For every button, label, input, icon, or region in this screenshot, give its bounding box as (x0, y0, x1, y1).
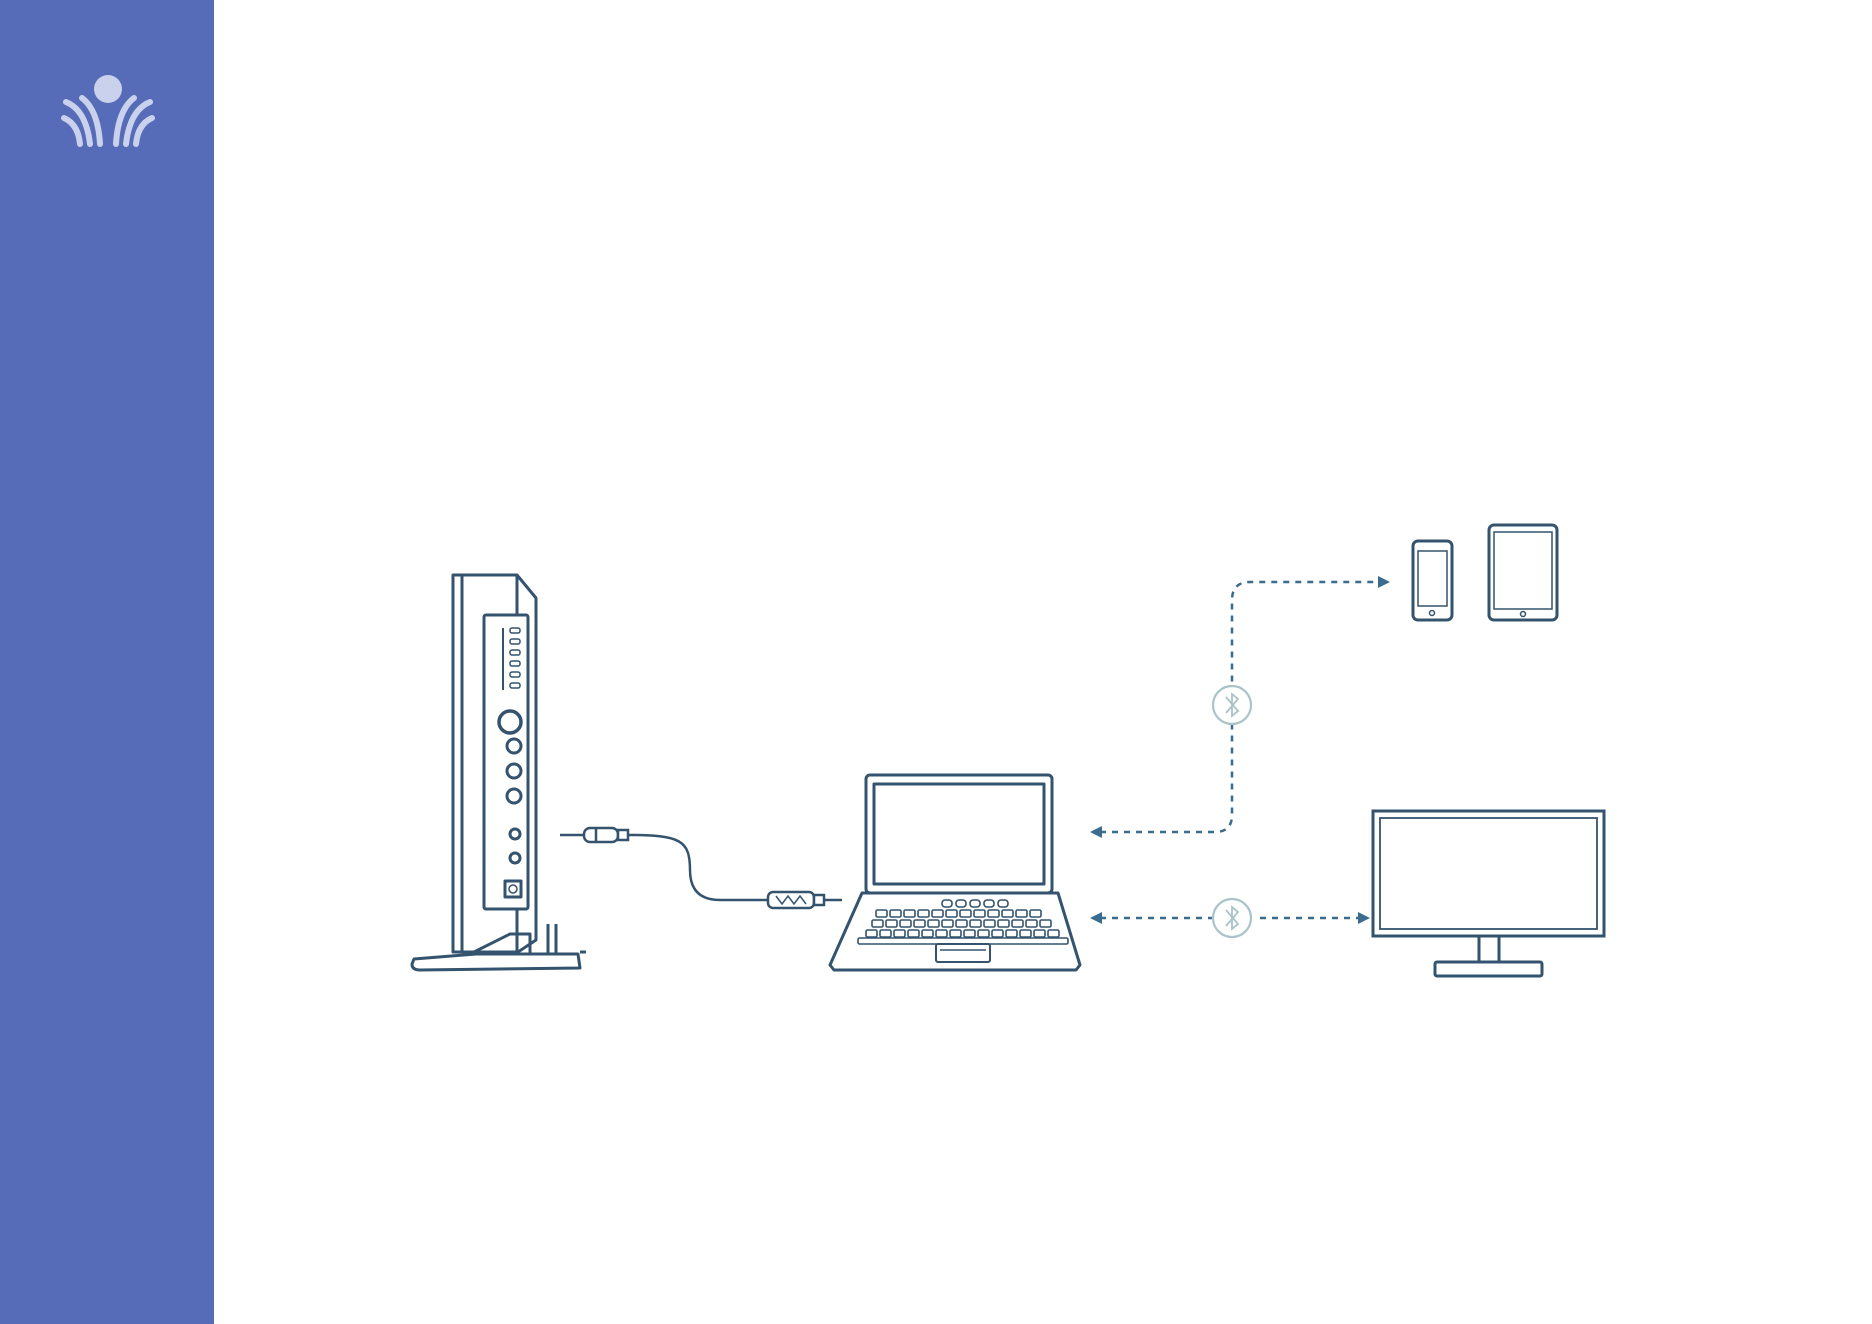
bluetooth-icon (1213, 899, 1251, 937)
monitor (1373, 811, 1604, 976)
keyboard-key (914, 920, 925, 927)
keyboard-key (876, 910, 887, 917)
keyboard-key (950, 930, 961, 937)
keyboard-key (946, 910, 957, 917)
arrow-heads (1090, 576, 1390, 924)
keyboard-key (992, 930, 1003, 937)
keyboard-key (932, 910, 943, 917)
keyboard-key (974, 910, 985, 917)
keyboard-key (890, 910, 901, 917)
keyboard-key (922, 930, 933, 937)
keyboard-key (988, 910, 999, 917)
keyboard-key (1002, 910, 1013, 917)
keyboard-key (918, 910, 929, 917)
keyboard-key (970, 900, 980, 907)
keyboard-key (1048, 930, 1059, 937)
keyboard-key (960, 910, 971, 917)
keyboard-key (880, 930, 891, 937)
keyboard-key (886, 920, 897, 927)
keyboard-key (964, 930, 975, 937)
keyboard-key (970, 920, 981, 927)
bluetooth-icon (1213, 686, 1251, 724)
keyboard-key (942, 900, 952, 907)
keyboard-key (1012, 920, 1023, 927)
keyboard-key (1030, 910, 1041, 917)
keyboard-key (928, 920, 939, 927)
keyboard-key (956, 920, 967, 927)
keyboard-key (904, 910, 915, 917)
keyboard-key (894, 930, 905, 937)
keyboard-key (1034, 930, 1045, 937)
keyboard-key (936, 930, 947, 937)
keyboard-key (984, 920, 995, 927)
keyboard-key (900, 920, 911, 927)
keyboard-key (984, 900, 994, 907)
laptop (830, 775, 1080, 970)
keyboard-key (998, 920, 1009, 927)
keyboard-key (1040, 920, 1051, 927)
keyboard-key (942, 920, 953, 927)
keyboard-key (1006, 930, 1017, 937)
keyboard-key (956, 900, 966, 907)
keyboard-key (1016, 910, 1027, 917)
keyboard-key (1020, 930, 1031, 937)
tablet (1489, 525, 1557, 620)
keyboard-key (866, 930, 877, 937)
smartphone (1413, 541, 1452, 620)
tower-receiver (412, 575, 586, 970)
bluetooth-links (1100, 582, 1378, 918)
keyboard-key (998, 900, 1008, 907)
keyboard-key (978, 930, 989, 937)
keyboard-key (908, 930, 919, 937)
audio-cable (560, 828, 842, 908)
keyboard-key (1026, 920, 1037, 927)
keyboard-key (872, 920, 883, 927)
